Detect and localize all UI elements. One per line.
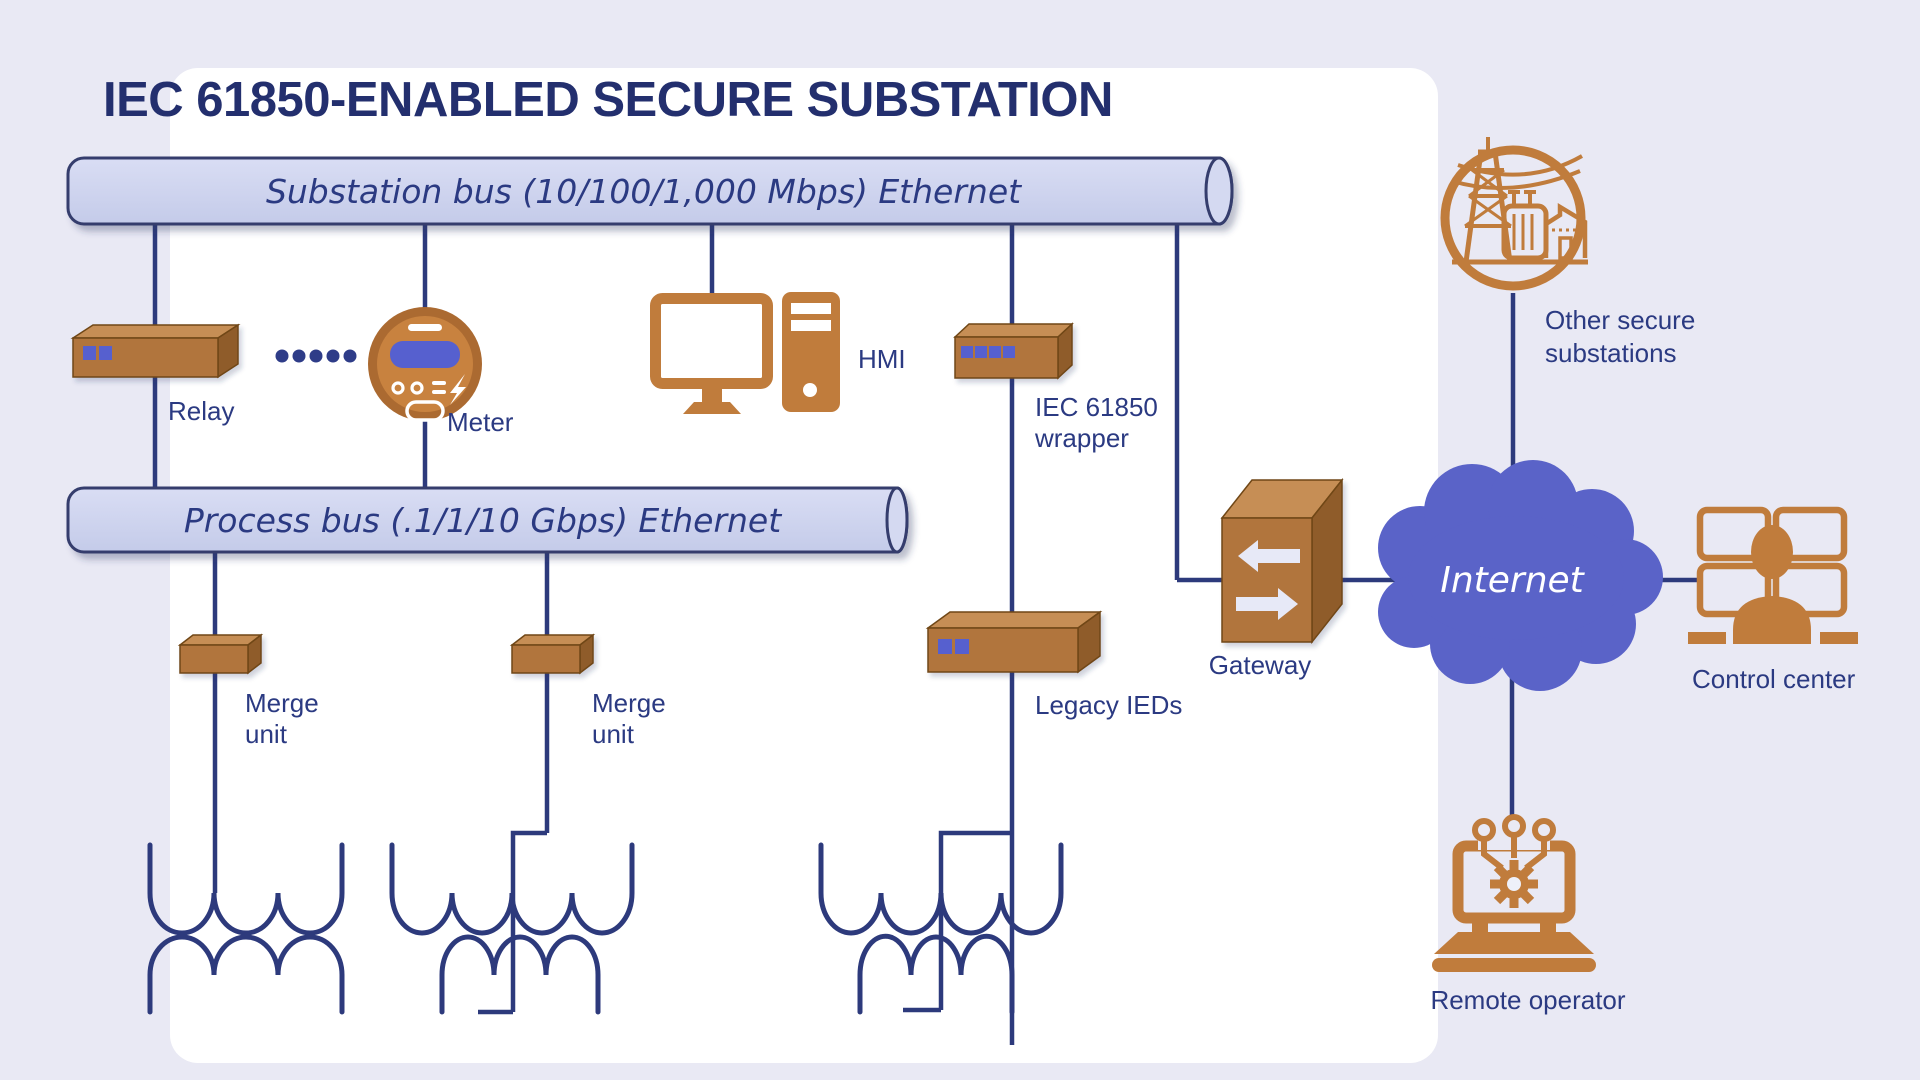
substation-bus-label: Substation bus (10/100/1,000 Mbps) Ether… (265, 171, 1022, 211)
meter-label: Meter (447, 407, 514, 437)
other-substations-label-line1: Other secure (1545, 305, 1696, 335)
merge-unit-icon (177, 633, 264, 675)
merge-unit-icon (509, 633, 596, 675)
hmi-icon (650, 292, 840, 414)
internet-cloud-icon (1378, 460, 1663, 691)
legacy-ieds-icon (925, 610, 1103, 674)
person-body (1733, 596, 1811, 644)
control-center-label: Control center (1692, 664, 1856, 694)
merge-unit-1-label-line1: Merge (245, 688, 319, 718)
gateway-icon (1220, 477, 1344, 645)
ellipsis-dots (275, 349, 357, 363)
merge-unit-2-label-line1: Merge (592, 688, 666, 718)
merge-unit-2-label-line2: unit (592, 719, 634, 749)
page-title: IEC 61850-ENABLED SECURE SUBSTATION (103, 73, 1113, 127)
other-substations-label: Other secure substations (1545, 304, 1695, 370)
process-bus (66, 486, 909, 554)
hmi-label: HMI (858, 344, 906, 374)
line-legacy-branch (903, 830, 1012, 1013)
arrow-right-icon (1236, 588, 1298, 620)
substation-bus (66, 156, 1234, 226)
transformer-winding-symbol (818, 842, 1064, 1015)
other-substations-icon (1440, 137, 1588, 291)
meter-icon (368, 307, 482, 422)
iec-wrapper-label-line1: IEC 61850 (1035, 392, 1158, 422)
legacy-ieds-label: Legacy IEDs (1035, 690, 1183, 720)
transformer-winding-symbol (147, 842, 345, 1015)
merge-unit-1-label-line2: unit (245, 719, 287, 749)
line-merge2-branch (478, 830, 547, 1015)
internet-label: Internet (1440, 559, 1584, 601)
process-bus-label: Process bus (.1/1/10 Gbps) Ethernet (183, 500, 782, 540)
person-head (1751, 525, 1793, 579)
control-center-icon (1688, 506, 1858, 644)
transformer-winding-symbol (389, 842, 635, 1015)
iec-wrapper-label-line2: wrapper (1035, 423, 1129, 453)
merge-unit-1-label: Merge unit (245, 688, 319, 750)
arrow-left-icon (1238, 540, 1300, 572)
relay-label: Relay (168, 396, 235, 426)
remote-operator-label: Remote operator (1430, 985, 1626, 1015)
iec-wrapper-icon (953, 322, 1074, 380)
iec-wrapper-label: IEC 61850 wrapper (1035, 392, 1158, 454)
remote-operator-icon (1432, 814, 1596, 972)
relay-icon (70, 323, 241, 379)
gateway-label: Gateway (1208, 650, 1312, 680)
bus-end-cap (885, 486, 909, 554)
merge-unit-2-label: Merge unit (592, 688, 666, 750)
bus-end-cap (1204, 156, 1234, 226)
other-substations-label-line2: substations (1545, 338, 1677, 368)
